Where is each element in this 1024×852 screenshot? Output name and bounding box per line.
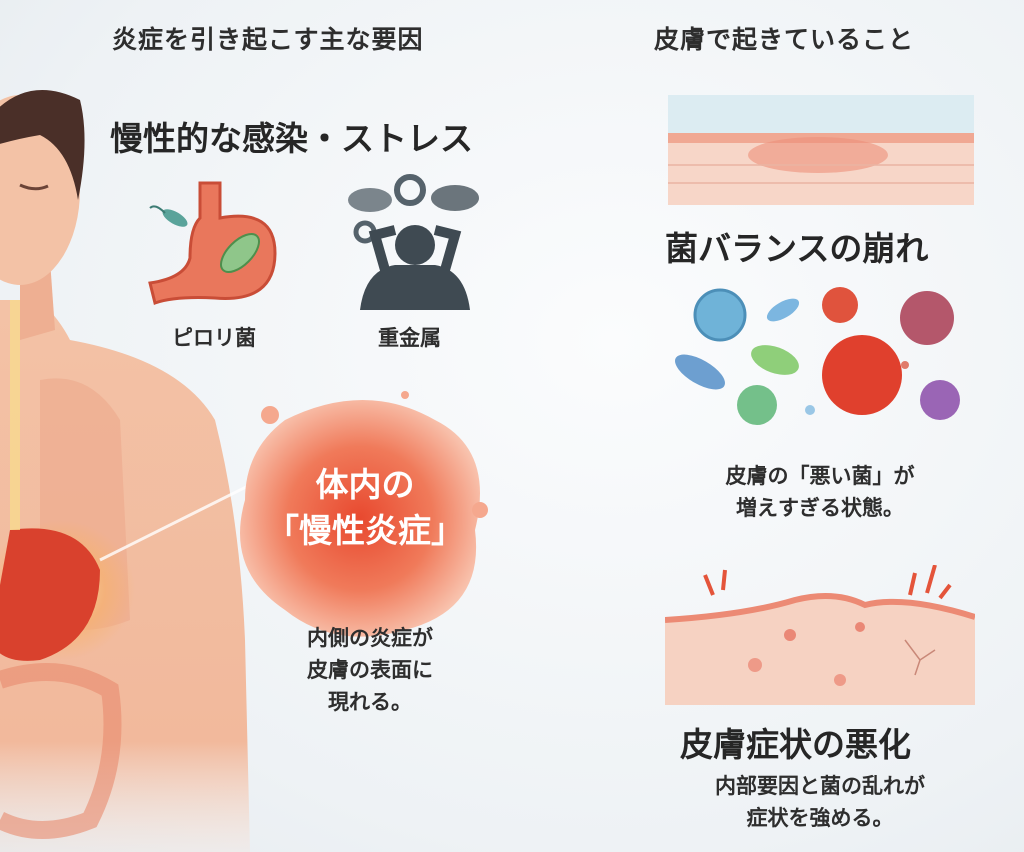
skin-cross-section-illustration [668, 95, 974, 205]
desc-line: 内部要因と菌の乱れが [715, 774, 925, 798]
symptoms-title: 皮膚症状の悪化 [680, 725, 911, 764]
causes-title: 慢性的な感染・ストレス [110, 119, 473, 158]
cause-label-heavy-metal: 重金属 [378, 326, 441, 350]
desc-line: 皮膚の「悪い菌」が [725, 464, 915, 488]
stomach-bacteria-icon [148, 181, 277, 305]
inflammation-title-line2: 「慢性炎症」 [266, 511, 464, 550]
desc-line: 現れる。 [328, 690, 412, 714]
bacteria-title: 菌バランスの崩れ [665, 229, 929, 268]
right-heading: 皮膚で起きていること [654, 25, 915, 54]
inflammation-desc: 内側の炎症が 皮膚の表面に 現れる。 [270, 622, 470, 718]
desc-line: 内側の炎症が [307, 626, 433, 650]
stressed-person-icon [348, 174, 479, 310]
microbes-illustration [675, 287, 960, 425]
inflammation-title: 体内の 「慢性炎症」 [245, 462, 485, 554]
inflammation-blob [240, 391, 488, 637]
left-heading: 炎症を引き起こす主な要因 [112, 25, 424, 54]
inflamed-skin-illustration [665, 565, 975, 705]
cause-label-pylori: ピロリ菌 [172, 326, 256, 350]
desc-line: 皮膚の表面に [307, 658, 433, 682]
bacteria-desc: 皮膚の「悪い菌」が 増えすぎる状態。 [665, 460, 975, 524]
desc-line: 増えすぎる状態。 [736, 496, 904, 520]
inflammation-title-line1: 体内の [315, 465, 415, 504]
desc-line: 症状を強める。 [746, 806, 894, 830]
human-body-illustration [0, 90, 261, 852]
symptoms-desc: 内部要因と菌の乱れが 症状を強める。 [665, 770, 975, 834]
